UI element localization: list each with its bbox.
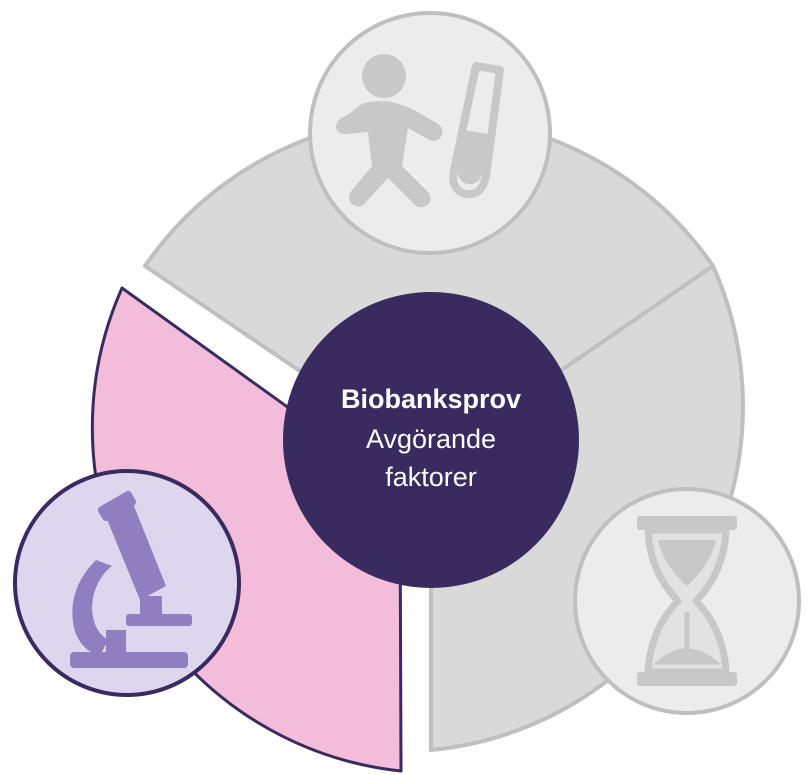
center-subtitle-line2: faktorer bbox=[385, 462, 477, 492]
person-and-test-tube-icon bbox=[308, 11, 552, 255]
center-subtitle-line1: Avgörande bbox=[366, 424, 496, 454]
center-hub: Biobanksprov Avgörande faktorer bbox=[283, 292, 579, 588]
hourglass-icon bbox=[573, 487, 801, 715]
center-title: Biobanksprov bbox=[341, 384, 521, 414]
microscope-icon bbox=[13, 469, 241, 697]
